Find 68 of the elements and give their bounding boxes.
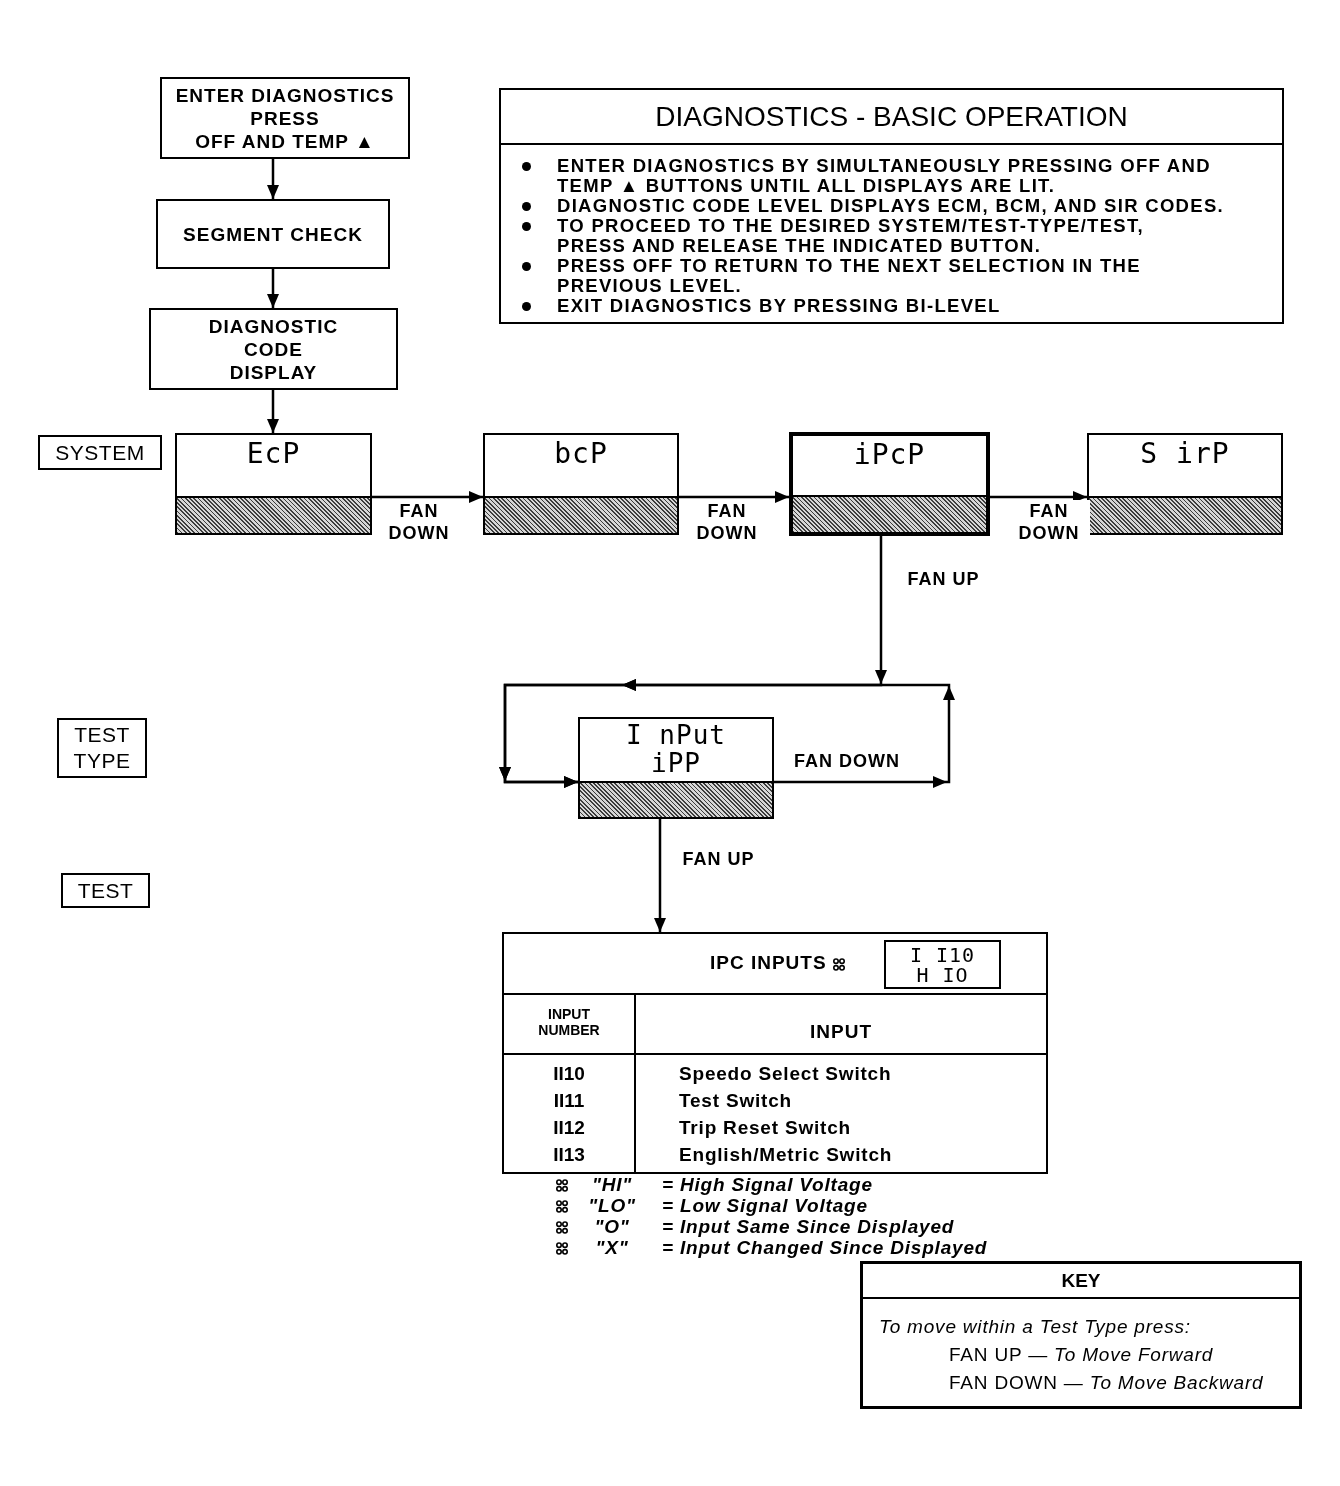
footnote-text: = Input Changed Since Displayed [662, 1237, 988, 1259]
arrow [267, 390, 279, 433]
arrow [499, 679, 955, 788]
box-text: ENTER DIAGNOSTICS [175, 83, 395, 107]
process-box [156, 199, 390, 269]
display-box [1087, 433, 1283, 535]
footnote-text: = High Signal Voltage [662, 1174, 873, 1196]
key-text: To move within a Test Type press: [879, 1316, 1191, 1338]
arrow [990, 491, 1087, 503]
instruction-text: TO PROCEED TO THE DESIRED SYSTEM/TEST-TYPE/TEST, PRESS AND RELEASE THE INDICATED BUTTON. [557, 216, 1145, 256]
lcd-display [884, 940, 1001, 989]
input-number: II11 [552, 1090, 586, 1112]
arrow [372, 491, 483, 503]
footnote-text: = Input Same Since Displayed [662, 1216, 955, 1238]
display-readout: bcP [554, 439, 608, 469]
input-number: II10 [552, 1063, 586, 1085]
display-readout: EcP [246, 439, 301, 469]
column-header: INPUT NUMBER [537, 1006, 601, 1038]
level-tag [57, 718, 147, 778]
box-text: PRESS [250, 106, 320, 130]
input-number: II13 [552, 1144, 586, 1166]
display-box [175, 433, 372, 535]
input-name: English/Metric Switch [679, 1144, 893, 1166]
arrow [267, 159, 279, 199]
input-name: Trip Reset Switch [679, 1117, 851, 1139]
input-name: Test Switch [679, 1090, 792, 1112]
column-header: INPUT [809, 1020, 873, 1044]
key-text: FAN UP — To Move Forward [949, 1344, 1214, 1366]
process-box [160, 77, 410, 159]
level-label: TEST TYPE [72, 722, 132, 774]
display-box [578, 717, 774, 819]
process-box [149, 308, 398, 390]
instruction-text: DIAGNOSTIC CODE LEVEL DISPLAYS ECM, BCM, AND SIR CODES. [557, 196, 1225, 216]
box-text: DIAGNOSTIC CODE DISPLAY [207, 314, 340, 384]
box-text: SEGMENT CHECK [183, 222, 363, 246]
display-box [789, 432, 990, 536]
panel-title: DIAGNOSTICS - BASIC OPERATION [654, 100, 1129, 134]
display-readout: iPP [651, 749, 701, 777]
instruction-text: PRESS OFF TO RETURN TO THE NEXT SELECTION IN THE PREVIOUS LEVEL. [557, 256, 1142, 296]
key-title: KEY [1060, 1270, 1102, 1292]
footnote-text: "O" [593, 1216, 631, 1238]
level-tag [38, 435, 162, 470]
display-readout: I nPut [626, 721, 726, 749]
display-readout: I I10 [909, 944, 976, 965]
footnote-text: "LO" [587, 1195, 637, 1217]
input-number: II12 [552, 1117, 586, 1139]
footnote-text: = Low Signal Voltage [662, 1195, 868, 1217]
key-text: FAN DOWN — To Move Backward [949, 1372, 1264, 1394]
footnote-text: "X" [594, 1237, 630, 1259]
display-readout: S irP [1140, 439, 1230, 469]
display-readout: H IO [916, 964, 969, 985]
table-title: IPC INPUTS [710, 951, 827, 975]
input-table [502, 932, 1048, 1174]
input-name: Speedo Select Switch [679, 1063, 892, 1085]
arrow [267, 269, 279, 308]
level-tag [61, 873, 150, 908]
level-label: SYSTEM [55, 439, 145, 466]
display-readout: iPcP [853, 440, 926, 470]
level-label: TEST [77, 877, 134, 904]
arrow [654, 819, 666, 932]
instruction-text: EXIT DIAGNOSTICS BY PRESSING BI-LEVEL [557, 296, 1002, 316]
info-panel [499, 88, 1284, 324]
footnote-text: "HI" [590, 1174, 634, 1196]
key-box [860, 1261, 1302, 1409]
arrow [679, 491, 789, 503]
display-box [483, 433, 679, 535]
box-text: OFF AND TEMP ▲ [195, 129, 375, 153]
instruction-text: ENTER DIAGNOSTICS BY SIMULTANEOUSLY PRESSING OFF AND TEMP ▲ BUTTONS UNTIL ALL DISPLAYS ARE LIT. [557, 156, 1212, 196]
